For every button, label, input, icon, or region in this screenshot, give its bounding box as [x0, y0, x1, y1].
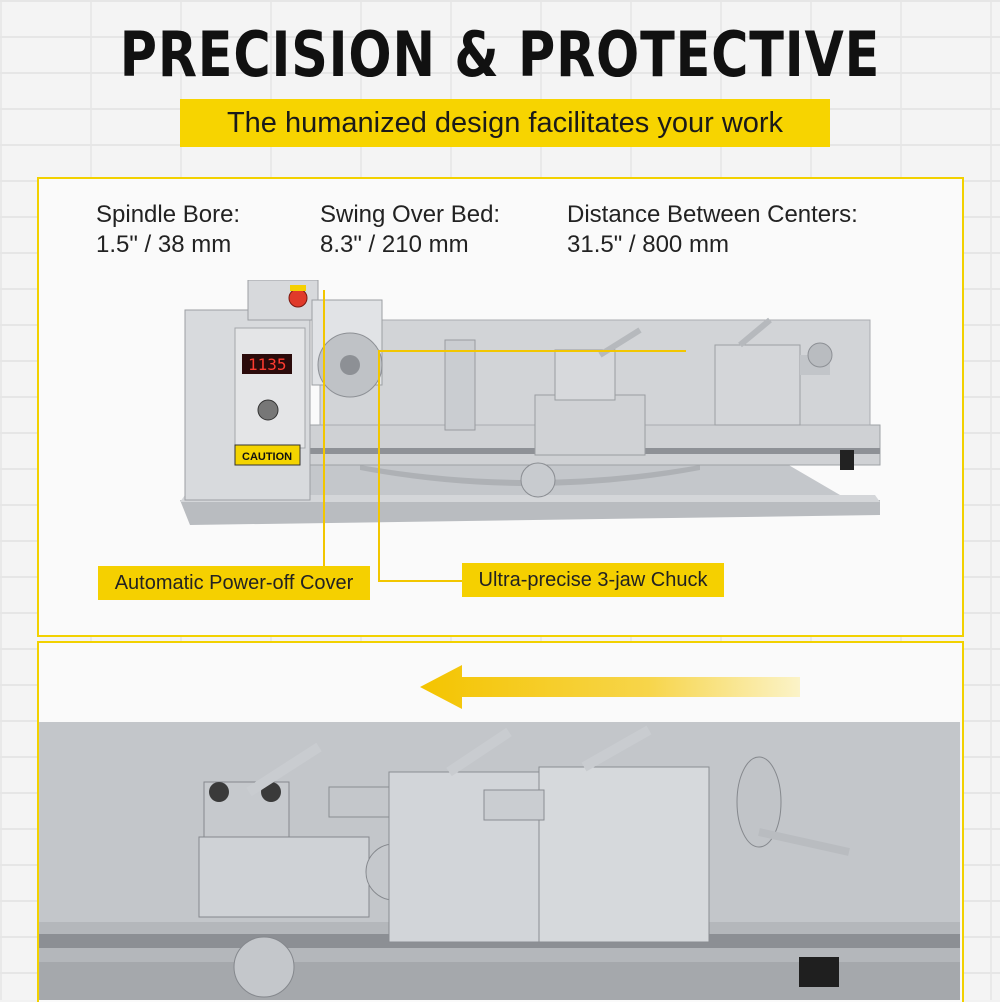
tailstock-closeup-illustration — [39, 722, 960, 1000]
caution-sticker: CAUTION — [242, 451, 292, 463]
power-off-cover-callout: Automatic Power-off Cover — [98, 566, 370, 600]
distance-between-centers-value: 31.5" / 800 mm — [567, 231, 729, 258]
chuck-leader-vertical — [378, 350, 380, 580]
left-arrow-icon — [420, 665, 800, 709]
spindle-bore-value: 1.5" / 38 mm — [96, 231, 232, 258]
lathe-illustration: 1135 CAUTION — [180, 280, 881, 525]
rpm-display: 1135 — [248, 355, 287, 374]
spindle-bore-label: Spindle Bore: — [96, 201, 241, 228]
chuck-leader-horizontal — [378, 580, 463, 582]
swing-indicator-line — [378, 350, 686, 352]
chuck-callout: Ultra-precise 3-jaw Chuck — [462, 563, 724, 597]
swing-over-bed-label: Swing Over Bed: — [320, 201, 501, 228]
swing-over-bed-value: 8.3" / 210 mm — [320, 231, 469, 258]
distance-between-centers-label: Distance Between Centers: — [567, 201, 858, 228]
subtitle-banner — [180, 99, 830, 147]
page-subtitle: The humanized design facilitates your wo… — [226, 107, 784, 139]
page-title: PRECISION & PROTECTIVE — [119, 18, 881, 91]
power-off-cover-leader-vertical — [323, 290, 325, 570]
